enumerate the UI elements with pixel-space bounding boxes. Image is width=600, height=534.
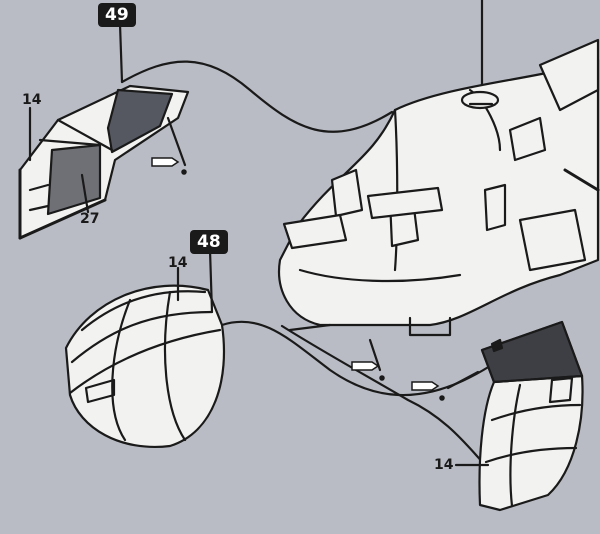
door-part [478,320,584,512]
part-number-label: 14 [168,255,188,271]
guide-line-roof [120,60,394,133]
part-number-label: 14 [22,92,42,108]
leader-step-48 [208,248,214,314]
nose-canopy-part [64,284,226,448]
glue-tube-icon [411,381,445,401]
glue-tube-icon [151,157,187,175]
roof-window-part [18,84,190,240]
leader-27 [80,173,90,214]
guide-line-door [280,324,492,472]
leader-glue-1 [166,116,187,167]
leader-glue-3 [446,370,480,390]
leader-glue-2 [368,338,382,372]
guide-line-nose [220,320,492,397]
leader-step-49 [118,22,124,84]
glue-tube-icon [351,361,385,381]
part-number-label: 14 [434,457,454,473]
fuselage-part [277,38,600,337]
step-number-badge: 49 [98,3,136,27]
part-number-label: 27 [80,211,100,227]
step-number-badge: 48 [190,230,228,254]
